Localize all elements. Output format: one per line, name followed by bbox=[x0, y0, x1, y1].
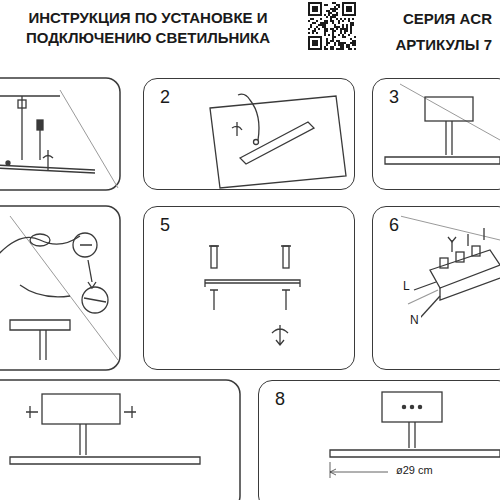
series-name: СЕРИЯ ACR bbox=[401, 10, 494, 27]
step-number: 5 bbox=[158, 215, 172, 235]
dimension-label: ø29 cm bbox=[394, 464, 435, 476]
step1-illustration bbox=[0, 96, 95, 173]
step7-illustration bbox=[10, 394, 200, 464]
guide-line bbox=[10, 84, 500, 360]
step-panel bbox=[0, 380, 240, 500]
step5-illustration bbox=[205, 246, 300, 345]
wire-label: N bbox=[408, 313, 421, 327]
step-panel bbox=[0, 78, 120, 190]
sheet-title: ИНСТРУКЦИЯ ПО УСТАНОВКЕ И ПОДКЛЮЧЕНИЮ СВ… bbox=[2, 8, 294, 48]
step-panel: 8 bbox=[258, 380, 500, 500]
qr-code bbox=[308, 2, 356, 50]
wire-label: L bbox=[401, 279, 412, 293]
step-number: 2 bbox=[158, 87, 172, 107]
step-panel: 6 bbox=[372, 206, 500, 370]
step3-illustration bbox=[385, 97, 500, 164]
step-panel: 5 bbox=[143, 206, 355, 370]
step-number: 3 bbox=[387, 87, 401, 107]
article-number: АРТИКУЛЫ 7 bbox=[393, 36, 494, 53]
step-number: 8 bbox=[273, 389, 287, 409]
step-panel: 2 bbox=[143, 78, 355, 190]
step6-illustration bbox=[408, 228, 500, 318]
step4-illustration bbox=[0, 233, 108, 360]
step-panel: 3 bbox=[372, 78, 500, 190]
step2-illustration bbox=[210, 94, 346, 188]
step8-illustration bbox=[330, 392, 500, 478]
step-number: 6 bbox=[387, 215, 401, 235]
step-panel bbox=[0, 206, 120, 370]
